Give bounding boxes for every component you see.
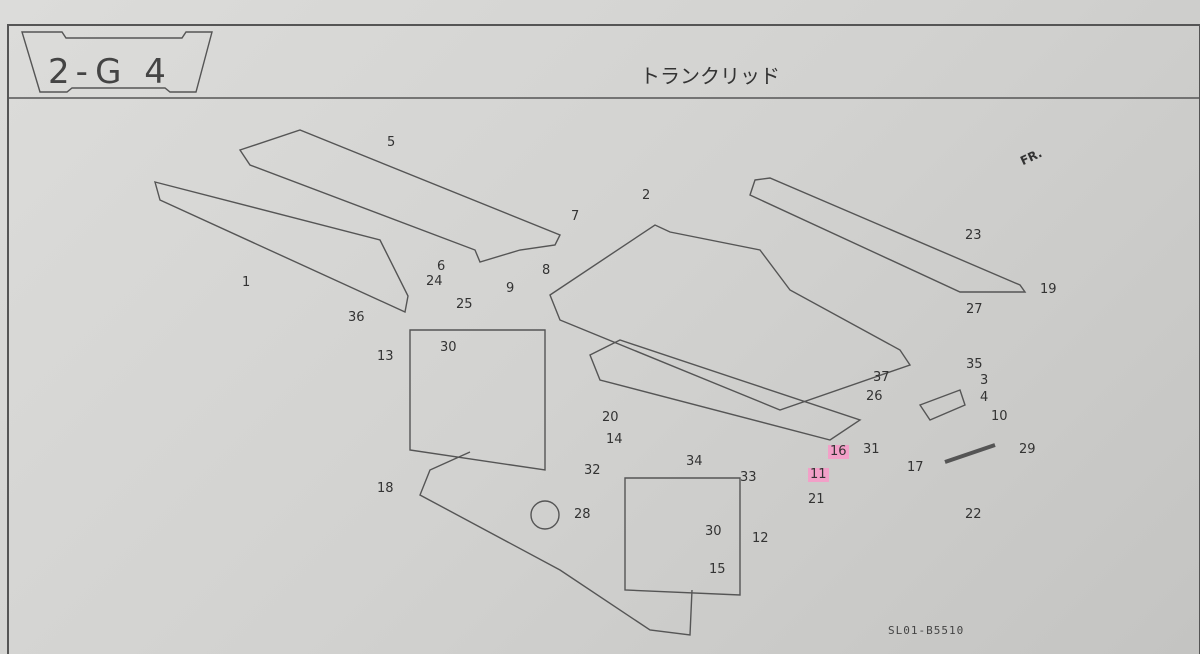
callout-12: 12 [752,531,769,546]
callout-6: 6 [437,259,446,274]
callout-23: 23 [965,228,982,243]
callout-27: 27 [966,302,983,317]
callout-30a: 30 [440,340,457,355]
callout-28: 28 [574,507,591,522]
callout-32: 32 [584,463,601,478]
callout-8: 8 [542,263,551,278]
callout-5: 5 [387,135,396,150]
reference-code: SL01-B5510 [888,624,965,637]
weatherstrip-part-16 [589,339,862,441]
garnish-part-19 [749,177,1027,293]
callout-15: 15 [709,562,726,577]
callout-10: 10 [991,409,1008,424]
callout-36: 36 [348,310,365,325]
callout-18: 18 [377,481,394,496]
callout-17: 17 [907,460,924,475]
callout-1: 1 [242,275,251,290]
callout-14: 14 [606,432,623,447]
callout-24: 24 [426,274,443,289]
callout-30b: 30 [705,524,722,539]
callout-4: 4 [980,390,989,405]
spoiler-part-5 [238,129,561,263]
callout-16-highlighted: 16 [828,444,849,459]
callout-31: 31 [863,442,880,457]
lock-assembly-box-13 [409,329,546,471]
callout-26: 26 [866,389,883,404]
callout-22: 22 [965,507,982,522]
callout-9: 9 [506,281,515,296]
callout-34: 34 [686,454,703,469]
callout-3: 3 [980,373,989,388]
clip-part-28 [530,500,560,530]
callout-20: 20 [602,410,619,425]
garnish-part-1 [154,181,409,314]
lock-assembly-box-12 [624,477,741,596]
callout-35: 35 [966,357,983,372]
callout-29: 29 [1019,442,1036,457]
callout-33: 33 [740,470,757,485]
section-code-badge [21,31,213,93]
hinge-part-3 [918,389,966,421]
callout-25: 25 [456,297,473,312]
callout-2: 2 [642,188,651,203]
cable-part-18 [419,451,693,636]
page-title: トランクリッド [640,64,780,88]
callout-21: 21 [808,492,825,507]
section-code: 2-G 4 [48,52,172,92]
callout-11-highlighted: 11 [808,467,829,482]
callout-7: 7 [571,209,580,224]
callout-19: 19 [1040,282,1057,297]
trunk-lid-part-2 [549,224,912,411]
callout-13: 13 [377,349,394,364]
stay-part-17 [944,443,996,464]
callout-37: 37 [873,370,890,385]
